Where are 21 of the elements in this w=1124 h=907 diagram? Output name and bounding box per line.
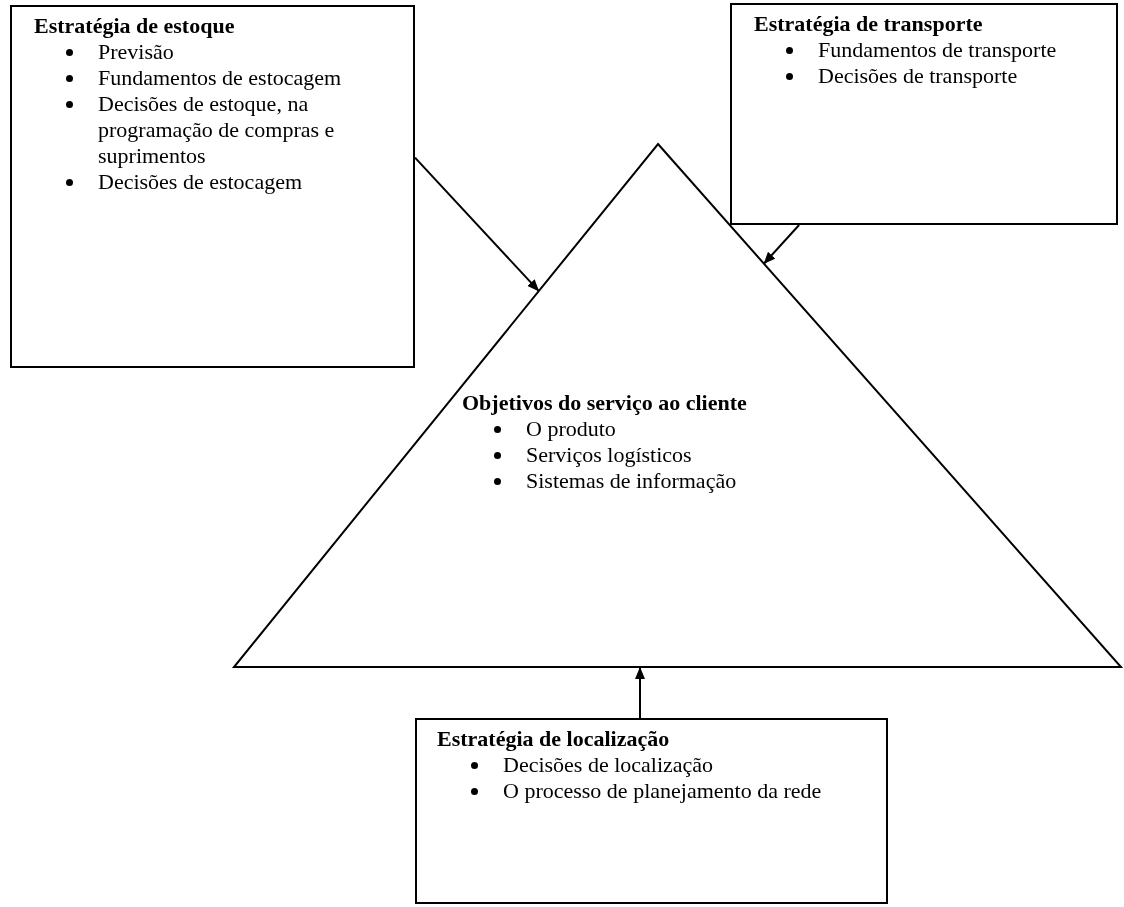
bullet-item: Fundamentos de transporte [784,37,1108,63]
bullet-item: Fundamentos de estocagem [64,65,405,91]
strategy-box [415,718,888,904]
box-heading: Estratégia de transporte [754,11,984,37]
strategy-box [730,3,1118,225]
strategy-box [10,5,415,368]
bullet-item: Decisões de localização [469,752,878,778]
box-heading: Estratégia de estoque [34,13,236,39]
bullet-item: Decisões de estoque, na programação de compras e suprimentos [64,91,405,169]
box-heading: Objetivos do serviço ao cliente [462,390,748,416]
bullet-item: Decisões de transporte [784,63,1108,89]
arrow [635,667,645,719]
bullet-item: Decisões de estocagem [64,169,405,195]
arrow [763,224,801,265]
bullet-item: Sistemas de informação [492,468,822,494]
arrow [414,156,540,292]
bullet-item: Serviços logísticos [492,442,822,468]
bullet-item: Previsão [64,39,405,65]
bullet-item: O processo de planejamento da rede [469,778,878,804]
bullet-item: O produto [492,416,822,442]
box-heading: Estratégia de localização [437,726,671,752]
